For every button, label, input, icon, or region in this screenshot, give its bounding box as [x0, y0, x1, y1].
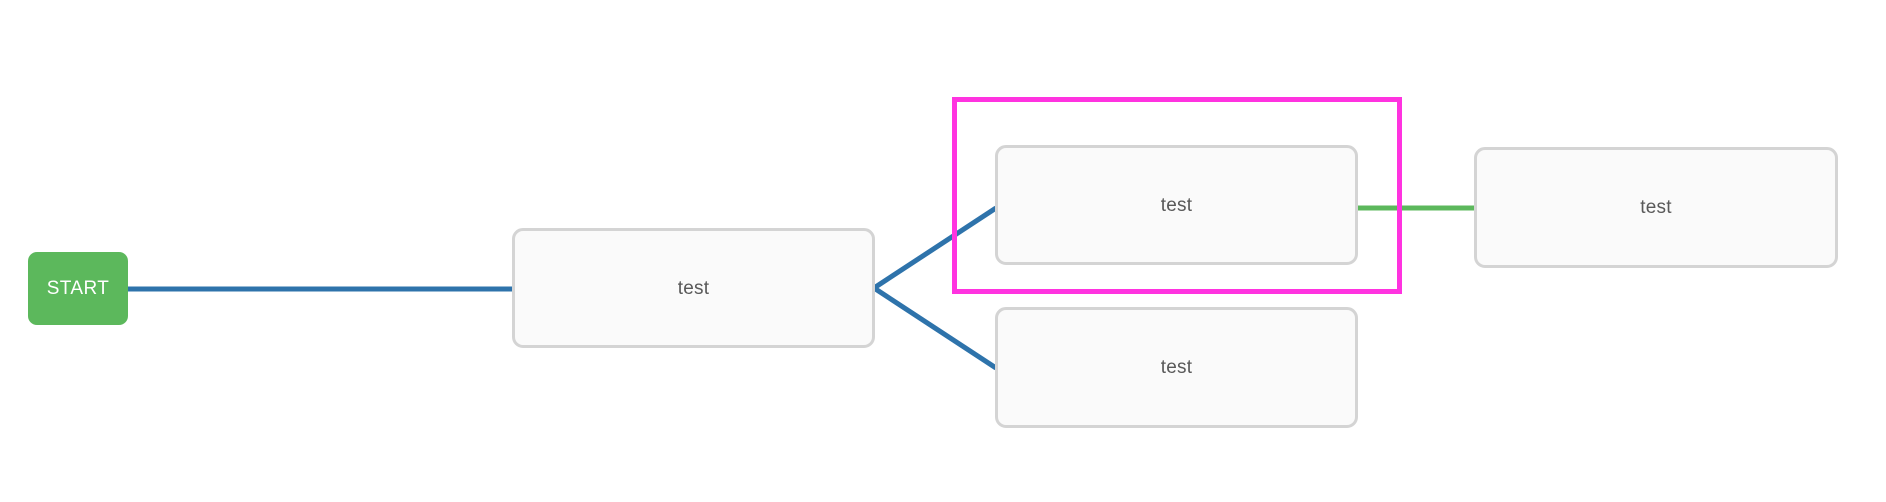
edge-center-to-bottom — [872, 285, 998, 371]
node-top-label: test — [1160, 194, 1193, 216]
edge-center-to-top — [872, 205, 998, 291]
node-center-label: test — [677, 277, 710, 299]
node-center[interactable]: test — [512, 228, 875, 348]
node-start[interactable]: START — [28, 252, 128, 325]
node-top[interactable]: test — [995, 145, 1358, 265]
node-start-label: START — [46, 278, 110, 299]
node-right-label: test — [1640, 197, 1672, 218]
node-right[interactable]: test — [1474, 147, 1838, 268]
node-bottom[interactable]: test — [995, 307, 1358, 428]
node-bottom-label: test — [1160, 357, 1193, 378]
